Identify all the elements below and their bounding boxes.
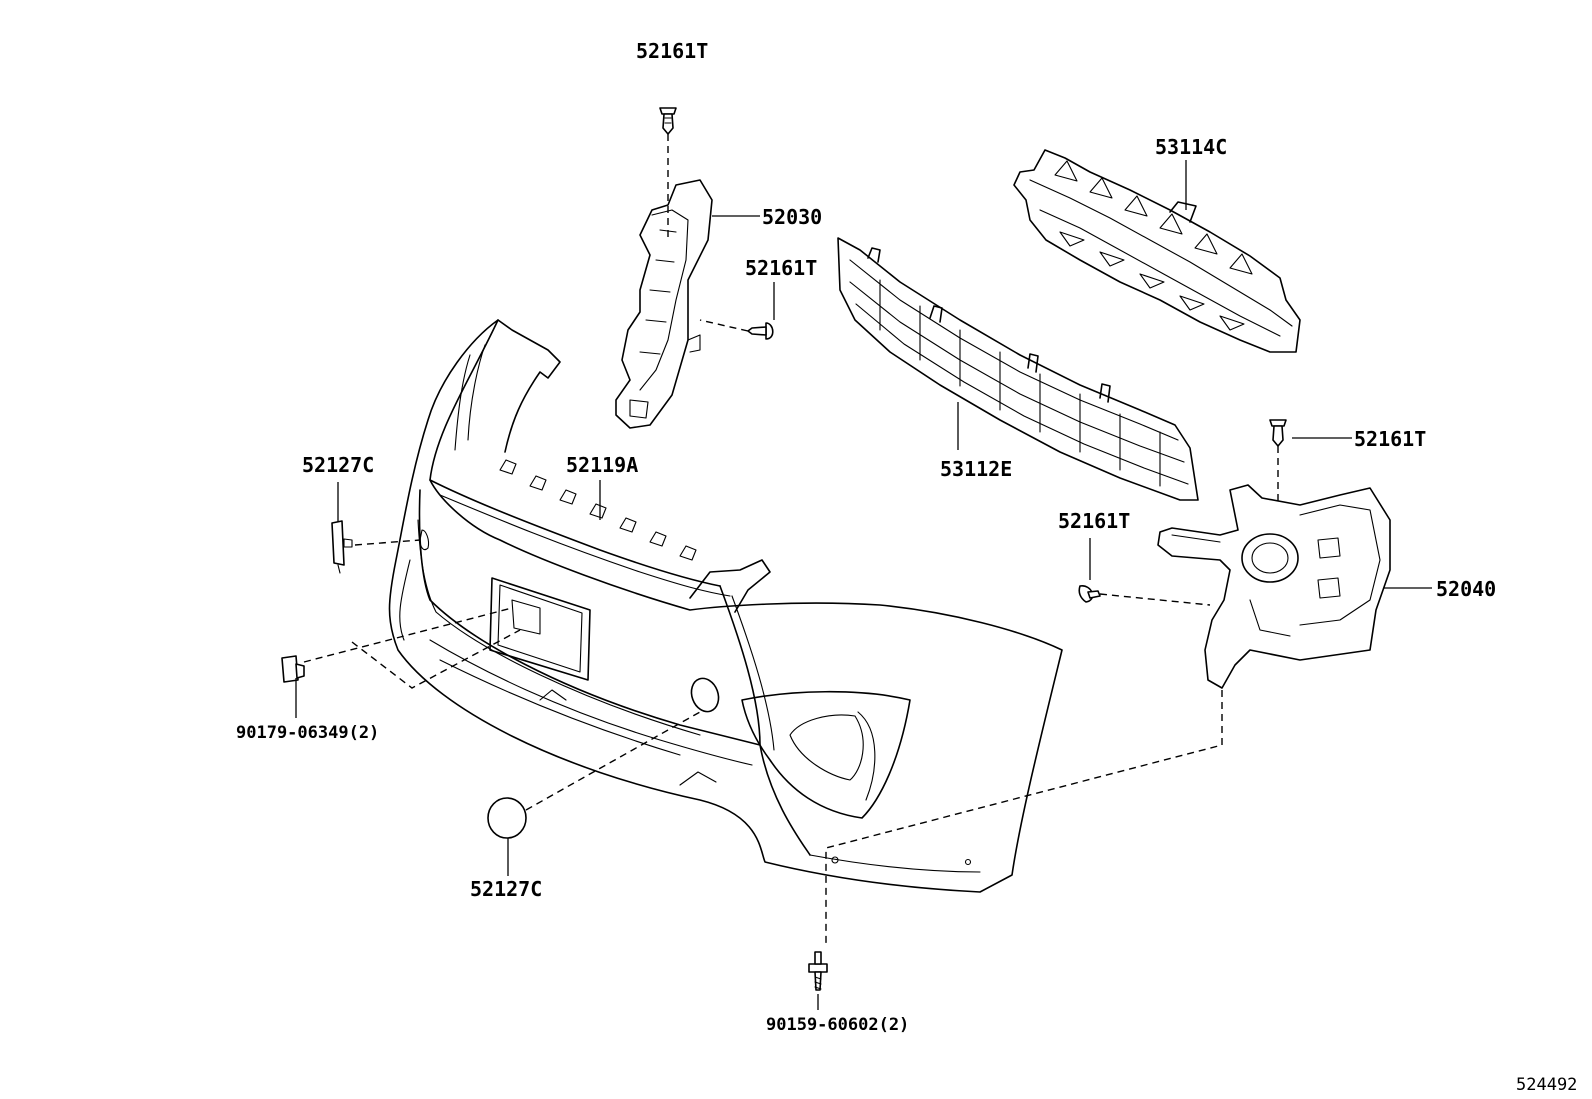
round-cap-icon[interactable] — [331, 520, 353, 574]
push-clip-icon[interactable] — [747, 322, 774, 340]
label-bracket-right[interactable]: 52040 — [1436, 577, 1496, 601]
push-clip-icon[interactable] — [1269, 419, 1287, 447]
push-clip-icon[interactable] — [659, 107, 677, 135]
label-bracket-left[interactable]: 52030 — [762, 205, 822, 229]
label-clip-right-top[interactable]: 52161T — [1354, 427, 1426, 451]
screw-icon[interactable] — [808, 951, 828, 991]
diagram-id: 524492 — [1516, 1075, 1577, 1095]
label-clip-right-mid[interactable]: 52161T — [1058, 509, 1130, 533]
nut-retainer-icon[interactable] — [281, 655, 305, 683]
label-cap-lower[interactable]: 52127C — [470, 877, 542, 901]
absorber-53114C[interactable] — [1013, 149, 1301, 353]
label-clip-top[interactable]: 52161T — [636, 39, 708, 63]
label-absorber[interactable]: 53114C — [1155, 135, 1227, 159]
grille-53112E[interactable] — [837, 237, 1199, 501]
bracket-left-52030[interactable] — [615, 179, 713, 429]
round-cap-icon[interactable] — [487, 797, 527, 839]
label-cap-upper[interactable]: 52127C — [302, 453, 374, 477]
label-clip-mid[interactable]: 52161T — [745, 256, 817, 280]
assembly-lines — [303, 134, 1279, 945]
label-bumper-cover[interactable]: 52119A — [566, 453, 638, 477]
push-clip-icon[interactable] — [1078, 585, 1101, 603]
bracket-right-52040[interactable] — [1157, 484, 1391, 689]
label-screw[interactable]: 90159-60602(2) — [766, 1015, 909, 1035]
label-grille[interactable]: 53112E — [940, 457, 1012, 481]
leader-lines — [295, 160, 1432, 1010]
part-labels: 52161T 52030 52161T 53114C 53112E 52161T… — [236, 39, 1577, 1095]
label-retainer[interactable]: 90179-06349(2) — [236, 723, 379, 743]
bumper-cover-52119A[interactable] — [388, 319, 1063, 893]
